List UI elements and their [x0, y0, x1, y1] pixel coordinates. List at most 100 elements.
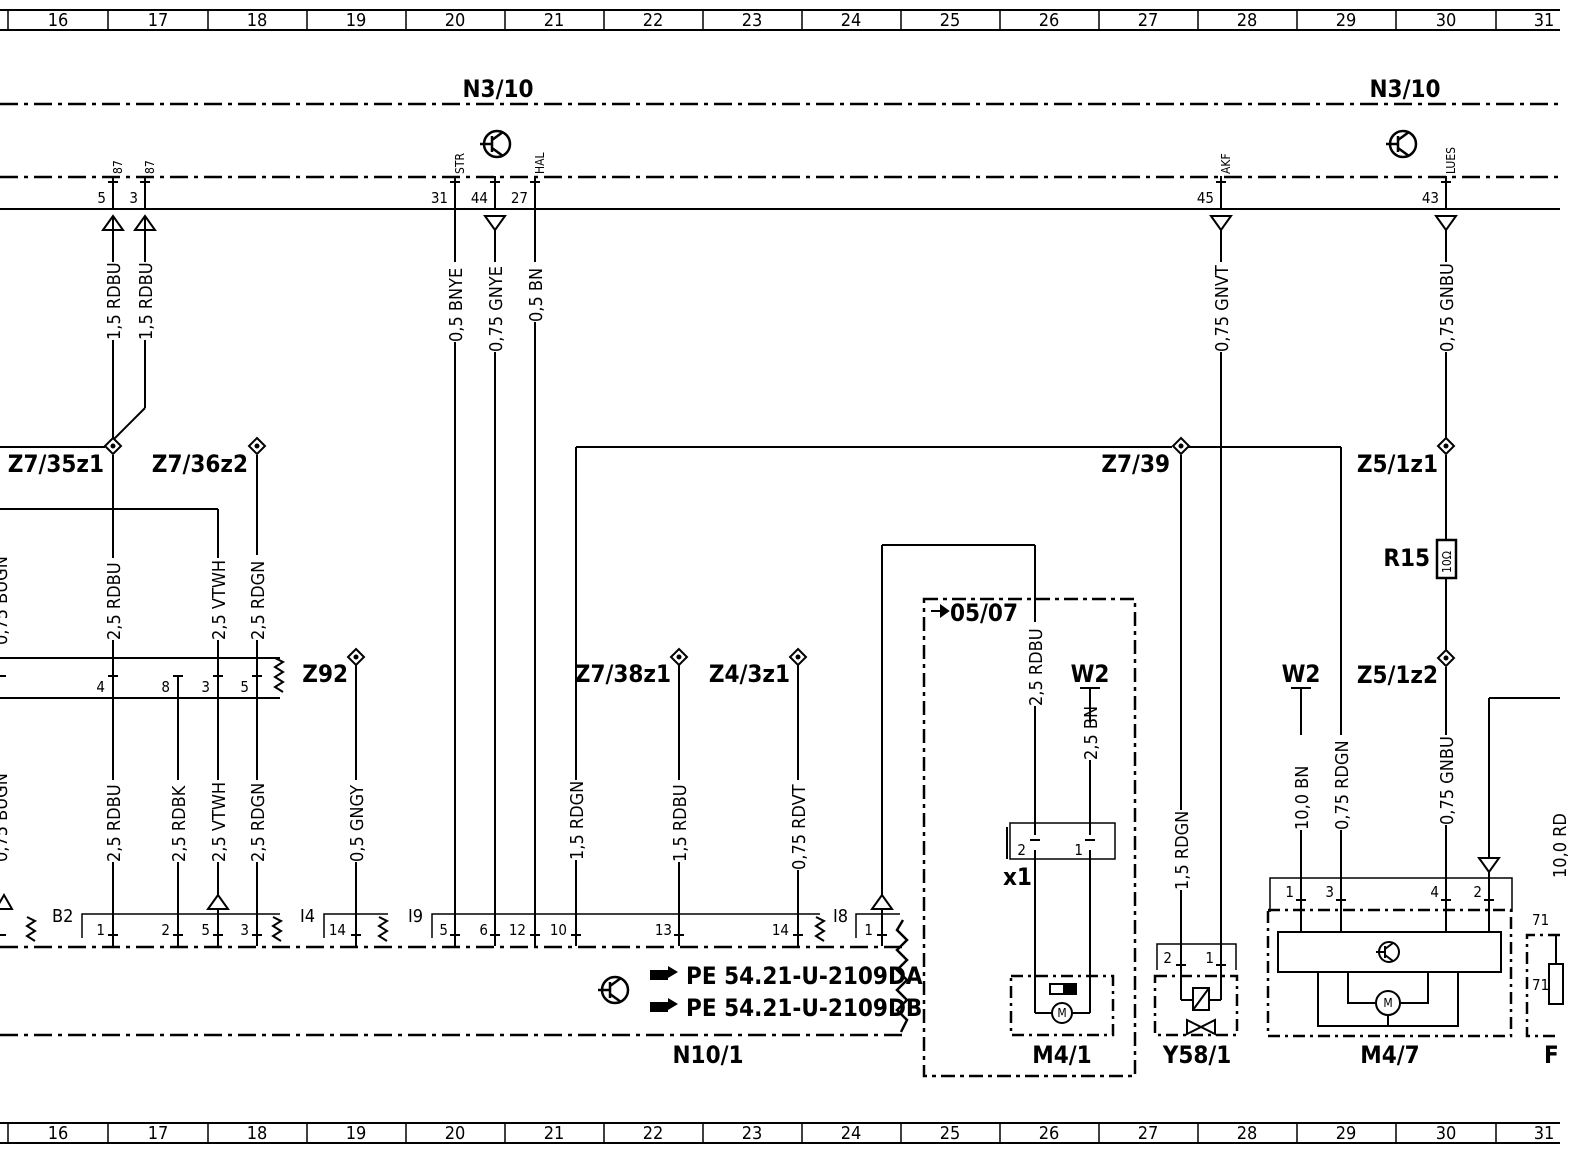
grid-col-top: 29: [1336, 10, 1357, 31]
transistor-icon: [480, 129, 512, 159]
pin-number: 31: [431, 189, 448, 207]
connector-label-i4: I4: [300, 906, 315, 927]
reference-arrow-icon: [931, 604, 950, 618]
wire-label: 2,5 VTWH: [209, 782, 230, 862]
wire-label: 0,75 BUGN: [0, 556, 12, 645]
grid-col-bottom: 28: [1237, 1123, 1258, 1144]
wire-label: 0,75 RDVT: [789, 784, 810, 870]
motor-icon: [1317, 972, 1459, 1027]
grid-column-labels: 16 17 18 19 20 21 22 23 24 25 26 27 28 2…: [48, 10, 1555, 1144]
y58-1-component: [1153, 974, 1239, 1037]
r15-label: R15: [1383, 544, 1430, 572]
r15-value: 10Ω: [1440, 551, 1454, 573]
pin-number: 2: [161, 921, 170, 939]
grid-col-bottom: 18: [247, 1123, 268, 1144]
splice-label: Z5/1z1: [1357, 450, 1438, 478]
grid-col-top: 26: [1039, 10, 1060, 31]
module-label-y58-1: Y58/1: [1162, 1041, 1232, 1069]
signal-87-a: 87: [111, 160, 125, 174]
pin-number: 43: [1422, 189, 1439, 207]
mid-connector-pins: [0, 657, 286, 693]
grid-col-top: 22: [643, 10, 664, 31]
connector-label-71: 71: [1532, 911, 1549, 929]
grid-col-top: 20: [445, 10, 466, 31]
grid-col-bottom: 20: [445, 1123, 466, 1144]
grid-col-bottom: 21: [544, 1123, 565, 1144]
wire-label: 10,0 RD: [1550, 813, 1571, 878]
m4-7-pin-marks: [1296, 896, 1494, 932]
pin-number: 2: [1473, 883, 1482, 901]
grid-col-bottom: 30: [1436, 1123, 1457, 1144]
pin-number: 5: [240, 678, 249, 696]
wire-label: 2,5 BN: [1081, 706, 1102, 760]
wires: [0, 210, 1560, 980]
grid-col-top: 28: [1237, 10, 1258, 31]
grid-col-top: 17: [148, 10, 169, 31]
pin-number: 1: [1205, 949, 1214, 967]
motor-symbol-label: M: [1383, 996, 1392, 1010]
splice-label: Z7/39: [1101, 450, 1170, 478]
grid-col-bottom: 27: [1138, 1123, 1159, 1144]
pin-number: 1: [864, 921, 873, 939]
pin-number: 14: [329, 921, 346, 939]
pin-number: 3: [1325, 883, 1334, 901]
pin-number: 1: [96, 921, 105, 939]
motor-icon: [1034, 980, 1091, 1024]
pin-number: 6: [479, 921, 488, 939]
grid-col-top: 23: [742, 10, 763, 31]
wire-label: 0,75 GNVT: [1212, 265, 1233, 352]
wire-label: 1,5 RDBU: [670, 784, 691, 862]
pin-number: 2: [1017, 841, 1026, 859]
pin-number: 12: [509, 921, 526, 939]
module-label-f: F: [1544, 1041, 1559, 1069]
signal-87-b: 87: [143, 160, 157, 174]
n3-10-right-label: N3/10: [1369, 75, 1440, 103]
wire-label: 0,75 RDGN: [1332, 740, 1353, 830]
connector-pin-marks: [0, 916, 887, 946]
n10-1-module-outline: [0, 919, 909, 1037]
splice-label: Z5/1z2: [1357, 661, 1438, 689]
splice-label: Z7/38z1: [575, 660, 671, 688]
n3-10-left-label: N3/10: [462, 75, 533, 103]
splice-label: Z7/35z1: [8, 450, 104, 478]
connector-label-i8: I8: [833, 906, 848, 927]
splice-label: Z92: [302, 660, 348, 688]
pin-number: 3: [240, 921, 249, 939]
wire-label: 1,5 RDGN: [1172, 811, 1193, 890]
transistor-icon: [598, 975, 630, 1005]
splice-label: Z4/3z1: [709, 660, 790, 688]
splice-dot-icon: [110, 443, 1449, 661]
module-label-m4-7: M4/7: [1360, 1041, 1419, 1069]
wire-label: 0,5 BN: [526, 268, 547, 322]
signal-lues: LUES: [1444, 147, 1458, 174]
grid-col-top: 31: [1534, 10, 1555, 31]
top-pin-stubs: [108, 176, 1451, 210]
reference-pe-b: PE 54.21-U-2109DB: [686, 994, 922, 1022]
signal-hal: HAL: [533, 152, 547, 174]
wire-label: 0,5 BNYE: [446, 268, 467, 342]
grid-col-top: 24: [841, 10, 862, 31]
ground-w2-label: W2: [1071, 660, 1110, 688]
pin-number: 4: [96, 678, 105, 696]
m4-7-control-unit: [1277, 931, 1502, 973]
pin-number: 45: [1197, 189, 1214, 207]
pin-number: 3: [129, 189, 138, 207]
module-label-m4-1: M4/1: [1032, 1041, 1091, 1069]
grid-col-top: 21: [544, 10, 565, 31]
ground-w2-label: W2: [1282, 660, 1321, 688]
y58-1-connector: [1156, 943, 1237, 970]
pin-number: 5: [439, 921, 448, 939]
grid-col-top: 18: [247, 10, 268, 31]
wire-label: 1,5 RDGN: [567, 781, 588, 860]
wire-label: 2,5 RDBU: [104, 784, 125, 862]
module-label-n10-1: N10/1: [672, 1041, 743, 1069]
pin-number: 8: [161, 678, 170, 696]
wire-label: 0,75 GNBU: [1437, 736, 1458, 825]
transistor-icon: [1376, 941, 1400, 963]
pin-number: 13: [655, 921, 672, 939]
arrow-up-icon: [101, 214, 157, 231]
signal-akf: AKF: [1219, 153, 1233, 174]
grid-col-top: 25: [940, 10, 961, 31]
connector-label-71-inner: 71: [1532, 976, 1549, 994]
connector-label-b2: B2: [52, 906, 73, 927]
